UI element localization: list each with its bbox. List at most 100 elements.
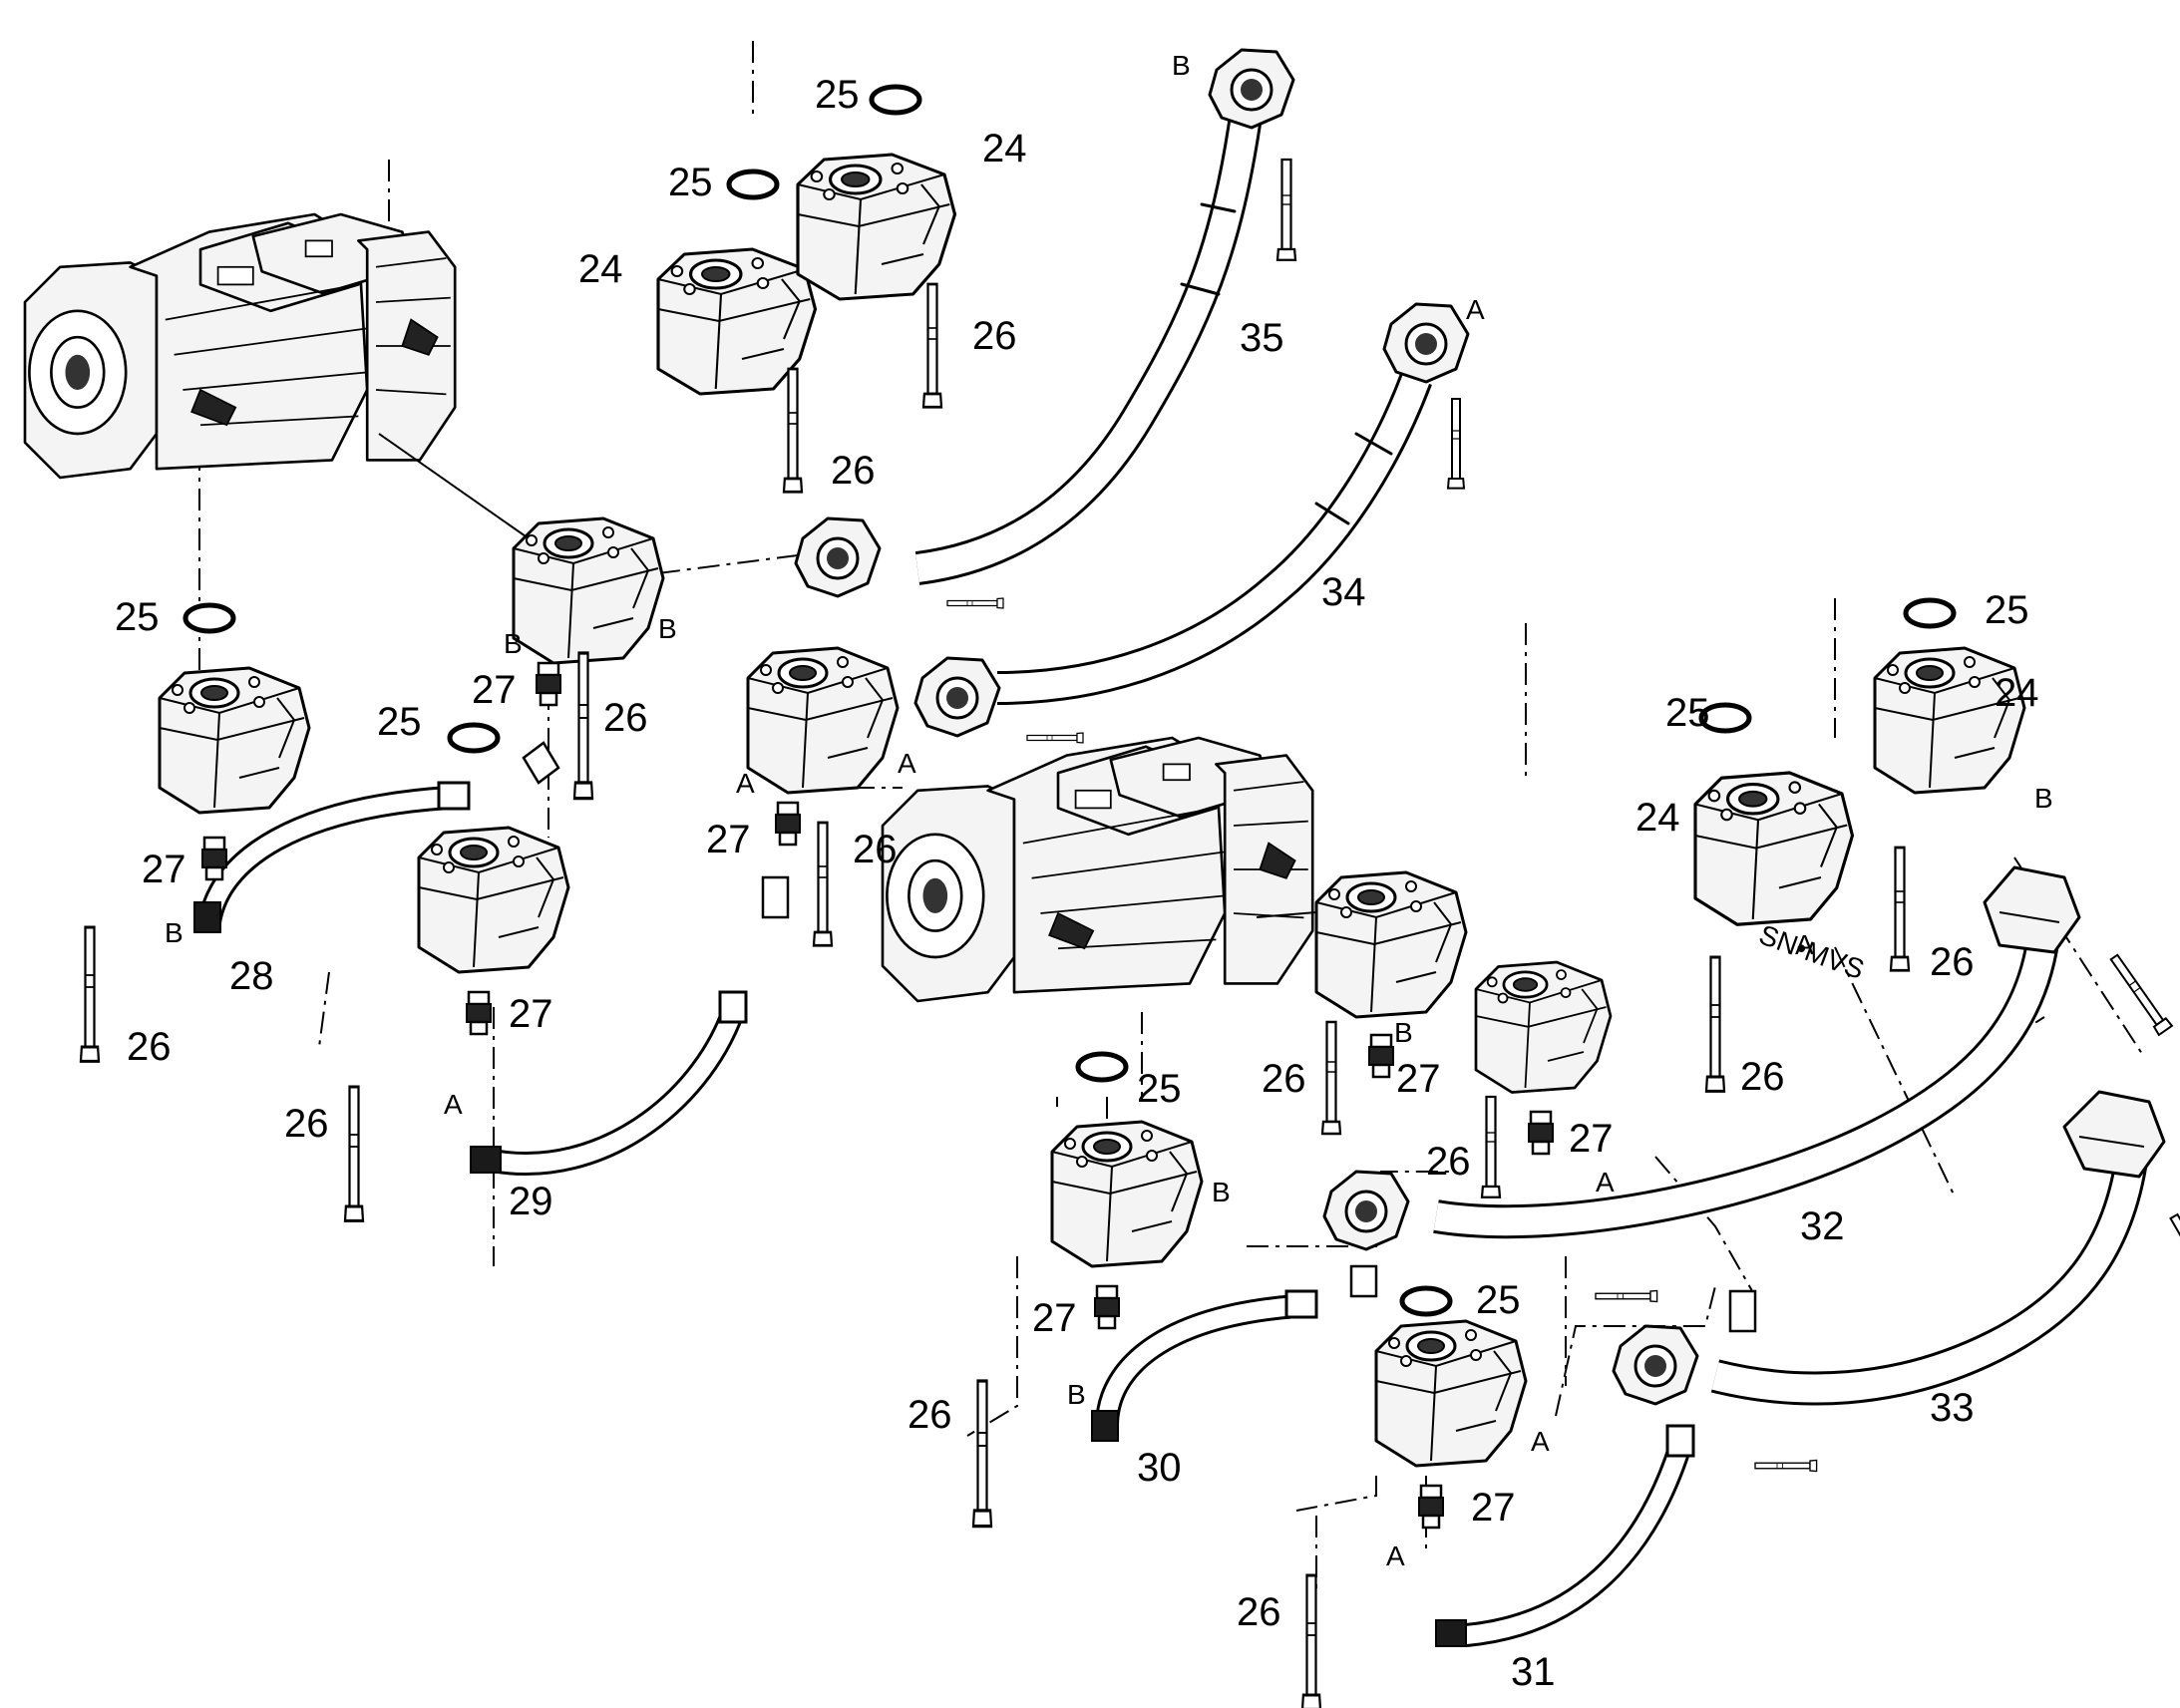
bolt-26-h — [1480, 1095, 1502, 1198]
port-label-b: B — [1172, 50, 1191, 81]
hose-29 — [497, 1007, 745, 1176]
hose-33-nut — [2062, 1090, 2166, 1179]
flange-block-upper-a — [746, 646, 900, 795]
bolt-26-j — [1300, 1573, 1322, 1708]
callout-27: 27 — [509, 992, 553, 1036]
hose-35-end-flange — [794, 516, 882, 598]
bolt-26-c — [572, 651, 594, 801]
bolt-32-nut — [2106, 951, 2173, 1036]
callout-27: 27 — [472, 668, 517, 712]
bolt-32-h — [1595, 1289, 1658, 1303]
port-label-b: B — [1067, 1379, 1086, 1410]
fitting-27-e — [1367, 1033, 1395, 1079]
callout-24: 24 — [1995, 671, 2039, 715]
callout-27: 27 — [1569, 1117, 1614, 1161]
oring-25-d — [450, 725, 498, 751]
bolt-26-f — [812, 821, 834, 947]
port-label-b: B — [504, 628, 523, 659]
callout-25: 25 — [377, 700, 422, 744]
port-label-b: B — [1212, 1177, 1231, 1207]
hose-30 — [1095, 1294, 1297, 1427]
oring-25-g — [1078, 1054, 1126, 1080]
flange-block-upper-left — [158, 666, 311, 815]
callout-24: 24 — [1635, 796, 1680, 840]
callout-27: 27 — [142, 848, 186, 891]
callout-26: 26 — [1930, 940, 1975, 984]
bolt-26-b — [921, 282, 943, 409]
hose-31 — [1464, 1442, 1692, 1647]
hose-33-end-flange — [1612, 1324, 1699, 1406]
flange-block-lower-right — [1374, 1319, 1528, 1468]
callout-25: 25 — [815, 73, 860, 117]
port-label-b: B — [658, 613, 677, 644]
bolt-26-i — [971, 1379, 993, 1529]
hose-34-end-flange — [913, 656, 1001, 738]
bolt-33-nut — [2166, 1210, 2180, 1299]
hose-32 — [1433, 925, 2061, 1239]
bolt-26-a — [782, 367, 804, 494]
flange-block-24-right-right — [1873, 646, 2026, 795]
callout-24: 24 — [982, 127, 1027, 171]
callout-26: 26 — [1262, 1057, 1306, 1101]
bolt-26-l — [1889, 846, 1911, 972]
port-labels: B A B B B A A A B A B A B B A A — [165, 50, 2053, 1571]
callout-25: 25 — [1665, 691, 1710, 735]
callout-27: 27 — [1032, 1296, 1077, 1340]
port-label-a: A — [1795, 929, 1814, 960]
oring-25-f — [1906, 600, 1954, 626]
flange-block-24-top-right — [796, 153, 957, 301]
callout-26: 26 — [284, 1102, 329, 1146]
callout-26: 26 — [603, 696, 648, 740]
callout-26: 26 — [1740, 1055, 1785, 1099]
callout-25: 25 — [115, 595, 160, 639]
leader-pump-lower — [1256, 911, 1317, 918]
callout-26: 26 — [853, 828, 898, 871]
oring-25-c — [185, 605, 233, 631]
port-label-a: A — [1466, 294, 1485, 325]
flange-block-lower-center — [1050, 1120, 1204, 1268]
callout-27: 27 — [706, 818, 751, 861]
fitting-27-d — [774, 801, 802, 847]
hose-34 — [996, 373, 1432, 705]
fitting-27-h — [1417, 1484, 1445, 1530]
oring-25-b — [872, 87, 919, 113]
fitting-27-a — [535, 661, 562, 707]
flange-block-lower-a — [1474, 960, 1613, 1094]
hydraulic-pump-lower — [881, 736, 1314, 1003]
bolt-34-h — [1026, 732, 1084, 744]
callout-32: 32 — [1800, 1204, 1845, 1248]
callout-28: 28 — [229, 954, 274, 998]
hydraulic-pump-upper — [23, 212, 457, 480]
bolt-33-h — [1754, 1459, 1818, 1473]
bolt-26-d — [79, 925, 101, 1063]
callouts: 24 24 24 24 25 25 25 25 25 25 25 25 26 2… — [115, 73, 2039, 1694]
leader-pump-upper — [378, 433, 530, 539]
bolt-34 — [1446, 397, 1466, 490]
callout-29: 29 — [509, 1180, 553, 1223]
fitting-27-g — [1093, 1284, 1121, 1330]
hose-ends-small — [193, 741, 1757, 1647]
bolt-26-e — [343, 1085, 365, 1222]
bolt-26-k — [1704, 955, 1726, 1093]
bolt-35-h — [946, 597, 1004, 609]
callout-25: 25 — [1137, 1067, 1182, 1111]
callout-30: 30 — [1137, 1446, 1182, 1490]
flange-block-lower-b — [1314, 870, 1468, 1019]
callout-26: 26 — [1237, 1590, 1281, 1634]
callout-25: 25 — [1985, 588, 2029, 632]
port-label-a: A — [444, 1089, 463, 1120]
callout-26: 26 — [908, 1393, 952, 1437]
callout-26: 26 — [1426, 1140, 1471, 1184]
hose-32-nut — [1983, 865, 2081, 954]
port-label-a: A — [1386, 1540, 1405, 1571]
callout-27: 27 — [1396, 1057, 1441, 1101]
port-label-a: A — [736, 768, 755, 799]
port-label-b: B — [1394, 1017, 1413, 1048]
callout-24: 24 — [578, 247, 623, 291]
flange-block-upper-b — [512, 516, 665, 665]
hose-35 — [914, 107, 1264, 585]
hose-33 — [1710, 1135, 2151, 1406]
hose-35-end-b — [1208, 48, 1295, 130]
port-label-b: B — [2034, 783, 2053, 814]
